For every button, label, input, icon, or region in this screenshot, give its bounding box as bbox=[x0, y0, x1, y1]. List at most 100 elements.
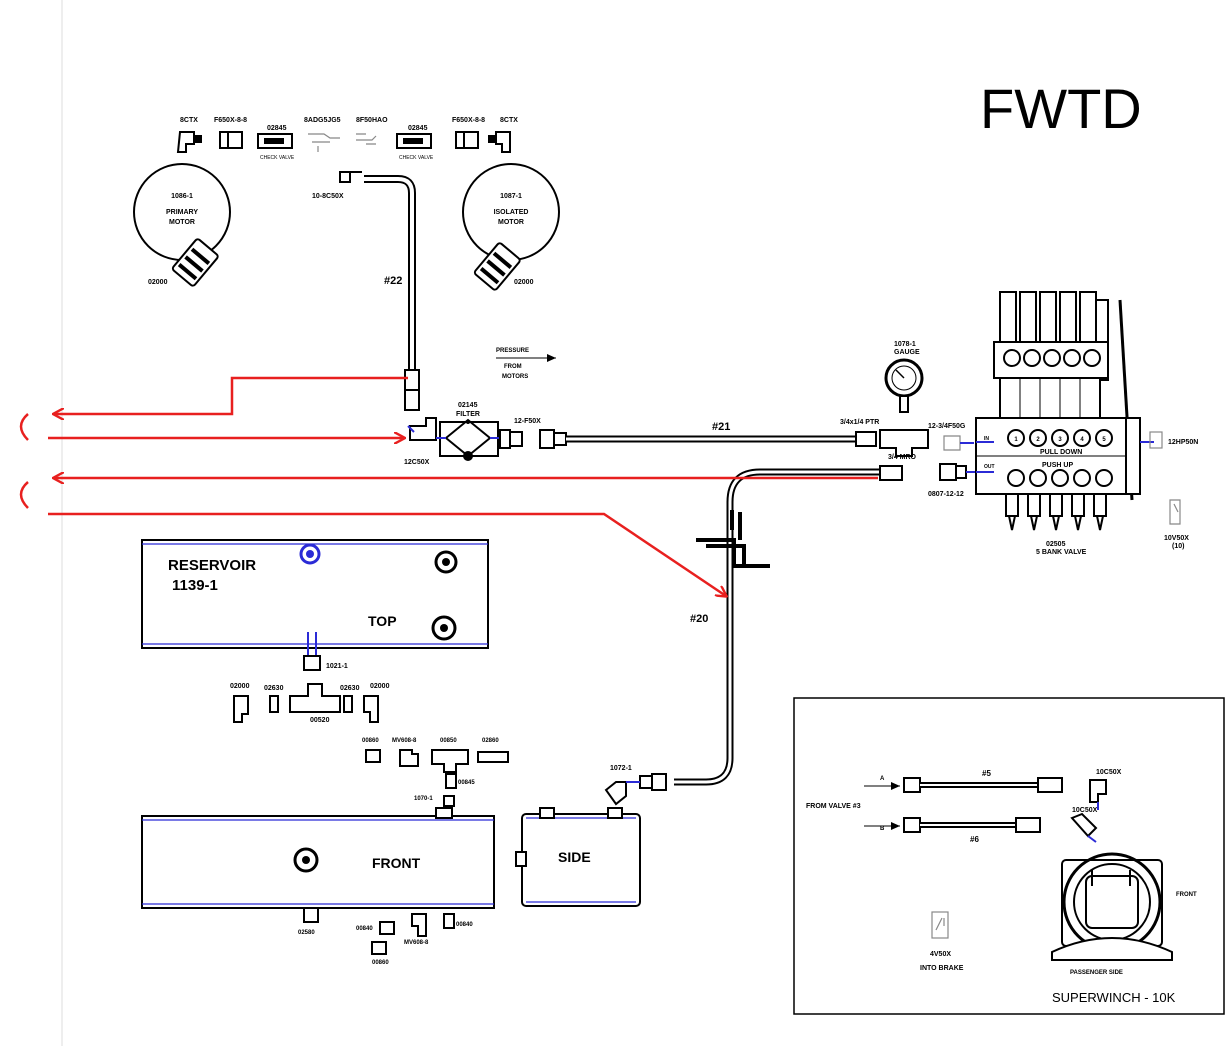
hose-20: #20 1072-1 bbox=[604, 465, 903, 806]
flow-arrows bbox=[19, 376, 878, 596]
top-fittings: 8CTX F650X-8-8 02845 CHECK VALVE 8ADG5JG… bbox=[176, 117, 518, 200]
svg-text:MV608-8: MV608-8 bbox=[392, 738, 417, 744]
svg-text:3: 3 bbox=[1058, 437, 1062, 443]
svg-text:#6: #6 bbox=[970, 835, 979, 844]
svg-text:FILTER: FILTER bbox=[456, 411, 480, 418]
svg-text:3/4 MRO: 3/4 MRO bbox=[888, 454, 917, 461]
svg-text:02000: 02000 bbox=[230, 683, 250, 690]
reservoir-fittings: 02000 02630 00520 02630 02000 00860 MV60… bbox=[230, 683, 509, 807]
svg-text:8CTX: 8CTX bbox=[500, 117, 518, 124]
svg-text:B: B bbox=[880, 826, 885, 832]
svg-text:00850: 00850 bbox=[440, 738, 457, 744]
svg-text:MOTOR: MOTOR bbox=[498, 219, 524, 226]
svg-text:4V50X: 4V50X bbox=[930, 951, 951, 958]
svg-text:FRONT: FRONT bbox=[372, 855, 421, 871]
svg-text:SUPERWINCH - 10K: SUPERWINCH - 10K bbox=[1052, 990, 1176, 1005]
svg-text:00840: 00840 bbox=[456, 922, 473, 928]
svg-text:RESERVOIR: RESERVOIR bbox=[168, 557, 256, 574]
svg-text:8ADG5JG5: 8ADG5JG5 bbox=[304, 117, 341, 124]
svg-text:02630: 02630 bbox=[264, 685, 284, 692]
svg-text:12-3/4F50G: 12-3/4F50G bbox=[928, 423, 966, 430]
svg-text:#20: #20 bbox=[690, 613, 708, 625]
svg-text:1021-1: 1021-1 bbox=[326, 663, 348, 670]
svg-text:02000: 02000 bbox=[514, 279, 534, 286]
svg-text:#5: #5 bbox=[982, 769, 991, 778]
svg-text:8CTX: 8CTX bbox=[180, 117, 198, 124]
svg-text:02845: 02845 bbox=[408, 125, 428, 132]
svg-text:1072-1: 1072-1 bbox=[610, 765, 632, 772]
svg-text:1087-1: 1087-1 bbox=[500, 193, 522, 200]
superwinch-panel: A FROM VALVE #3 B #5 #6 10C50X 10C50X FR… bbox=[793, 697, 1225, 1015]
svg-text:3/4x1/4 PTR: 3/4x1/4 PTR bbox=[840, 419, 879, 426]
svg-text:02845: 02845 bbox=[267, 125, 287, 132]
svg-text:10-8C50X: 10-8C50X bbox=[312, 193, 344, 200]
svg-text:INTO BRAKE: INTO BRAKE bbox=[920, 965, 964, 972]
svg-text:10C50X: 10C50X bbox=[1096, 769, 1122, 776]
hose-22: #22 bbox=[364, 175, 420, 411]
svg-text:10C50X: 10C50X bbox=[1072, 807, 1098, 814]
svg-text:00845: 00845 bbox=[458, 780, 475, 786]
svg-text:PRESSURE: PRESSURE bbox=[496, 348, 529, 354]
reservoir-front: FRONT 02580 00840 MV608-8 00840 00860 bbox=[141, 807, 495, 966]
svg-text:MOTOR: MOTOR bbox=[169, 219, 195, 226]
svg-text:F650X-8-8: F650X-8-8 bbox=[452, 117, 485, 124]
supply-arrow-2 bbox=[48, 512, 726, 596]
reservoir-side: SIDE bbox=[515, 807, 641, 907]
svg-text:GAUGE: GAUGE bbox=[894, 349, 920, 356]
gauge: 1078-1 GAUGE 3/4x1/4 PTR 3/4 MRO 12-3/4F… bbox=[840, 341, 980, 498]
svg-text:ISOLATED: ISOLATED bbox=[494, 209, 529, 216]
svg-text:1070-1: 1070-1 bbox=[414, 796, 433, 802]
return-arrow-1 bbox=[54, 376, 408, 414]
reservoir-top: RESERVOIR 1139-1 TOP 1021-1 bbox=[141, 539, 489, 671]
svg-text:5: 5 bbox=[1102, 437, 1106, 443]
svg-text:02580: 02580 bbox=[298, 930, 315, 936]
svg-text:FRONT: FRONT bbox=[1176, 892, 1197, 898]
svg-text:5 BANK VALVE: 5 BANK VALVE bbox=[1036, 549, 1087, 556]
svg-text:2: 2 bbox=[1036, 437, 1040, 443]
pressure-label: PRESSURE FROM MOTORS bbox=[496, 348, 556, 380]
svg-text:OUT: OUT bbox=[984, 464, 995, 470]
svg-text:MOTORS: MOTORS bbox=[502, 374, 528, 380]
svg-text:02000: 02000 bbox=[370, 683, 390, 690]
svg-text:FROM VALVE #3: FROM VALVE #3 bbox=[806, 803, 861, 810]
primary-motor: 1086-1 PRIMARY MOTOR 02000 bbox=[133, 163, 231, 287]
svg-text:PULL DOWN: PULL DOWN bbox=[1040, 449, 1082, 456]
svg-text:02630: 02630 bbox=[340, 685, 360, 692]
svg-text:00860: 00860 bbox=[362, 738, 379, 744]
svg-text:00520: 00520 bbox=[310, 717, 330, 724]
svg-text:TOP: TOP bbox=[368, 613, 397, 629]
svg-text:02145: 02145 bbox=[458, 402, 478, 409]
svg-text:F650X-8-8: F650X-8-8 bbox=[214, 117, 247, 124]
svg-text:02505: 02505 bbox=[1046, 541, 1066, 548]
svg-text:1086-1: 1086-1 bbox=[171, 193, 193, 200]
svg-text:10V50X: 10V50X bbox=[1164, 535, 1189, 542]
svg-text:PUSH UP: PUSH UP bbox=[1042, 462, 1073, 469]
svg-text:12-F50X: 12-F50X bbox=[514, 418, 541, 425]
svg-text:PASSENGER SIDE: PASSENGER SIDE bbox=[1070, 970, 1123, 976]
svg-text:CHECK VALVE: CHECK VALVE bbox=[260, 155, 295, 161]
page-title: FWTD bbox=[980, 77, 1142, 140]
motor-fitting-icon bbox=[171, 238, 219, 287]
svg-text:02000: 02000 bbox=[148, 279, 168, 286]
filter: 12C50X 02145 FILTER 12-F50X bbox=[404, 402, 567, 466]
svg-text:8F50HAO: 8F50HAO bbox=[356, 117, 388, 124]
motor-fitting-icon bbox=[473, 242, 521, 291]
svg-text:PRIMARY: PRIMARY bbox=[166, 209, 198, 216]
svg-text:0807-12-12: 0807-12-12 bbox=[928, 491, 964, 498]
svg-text:02860: 02860 bbox=[482, 738, 499, 744]
hose-21: #21 bbox=[566, 421, 877, 447]
svg-text:00860: 00860 bbox=[372, 960, 389, 966]
svg-text:12HP50N: 12HP50N bbox=[1168, 439, 1198, 446]
svg-text:00840: 00840 bbox=[356, 926, 373, 932]
svg-text:#22: #22 bbox=[384, 275, 402, 287]
svg-text:1: 1 bbox=[1014, 437, 1018, 443]
svg-text:A: A bbox=[880, 776, 885, 782]
five-bank-valve: 1 2 3 4 5 PULL DOWN PUSH UP IN OUT 02505… bbox=[975, 291, 1198, 556]
svg-text:1078-1: 1078-1 bbox=[894, 341, 916, 348]
svg-text:IN: IN bbox=[984, 436, 989, 442]
svg-text:FROM: FROM bbox=[504, 364, 522, 370]
svg-text:4: 4 bbox=[1080, 437, 1084, 443]
svg-text:SIDE: SIDE bbox=[558, 849, 591, 865]
svg-text:(10): (10) bbox=[1172, 543, 1184, 550]
